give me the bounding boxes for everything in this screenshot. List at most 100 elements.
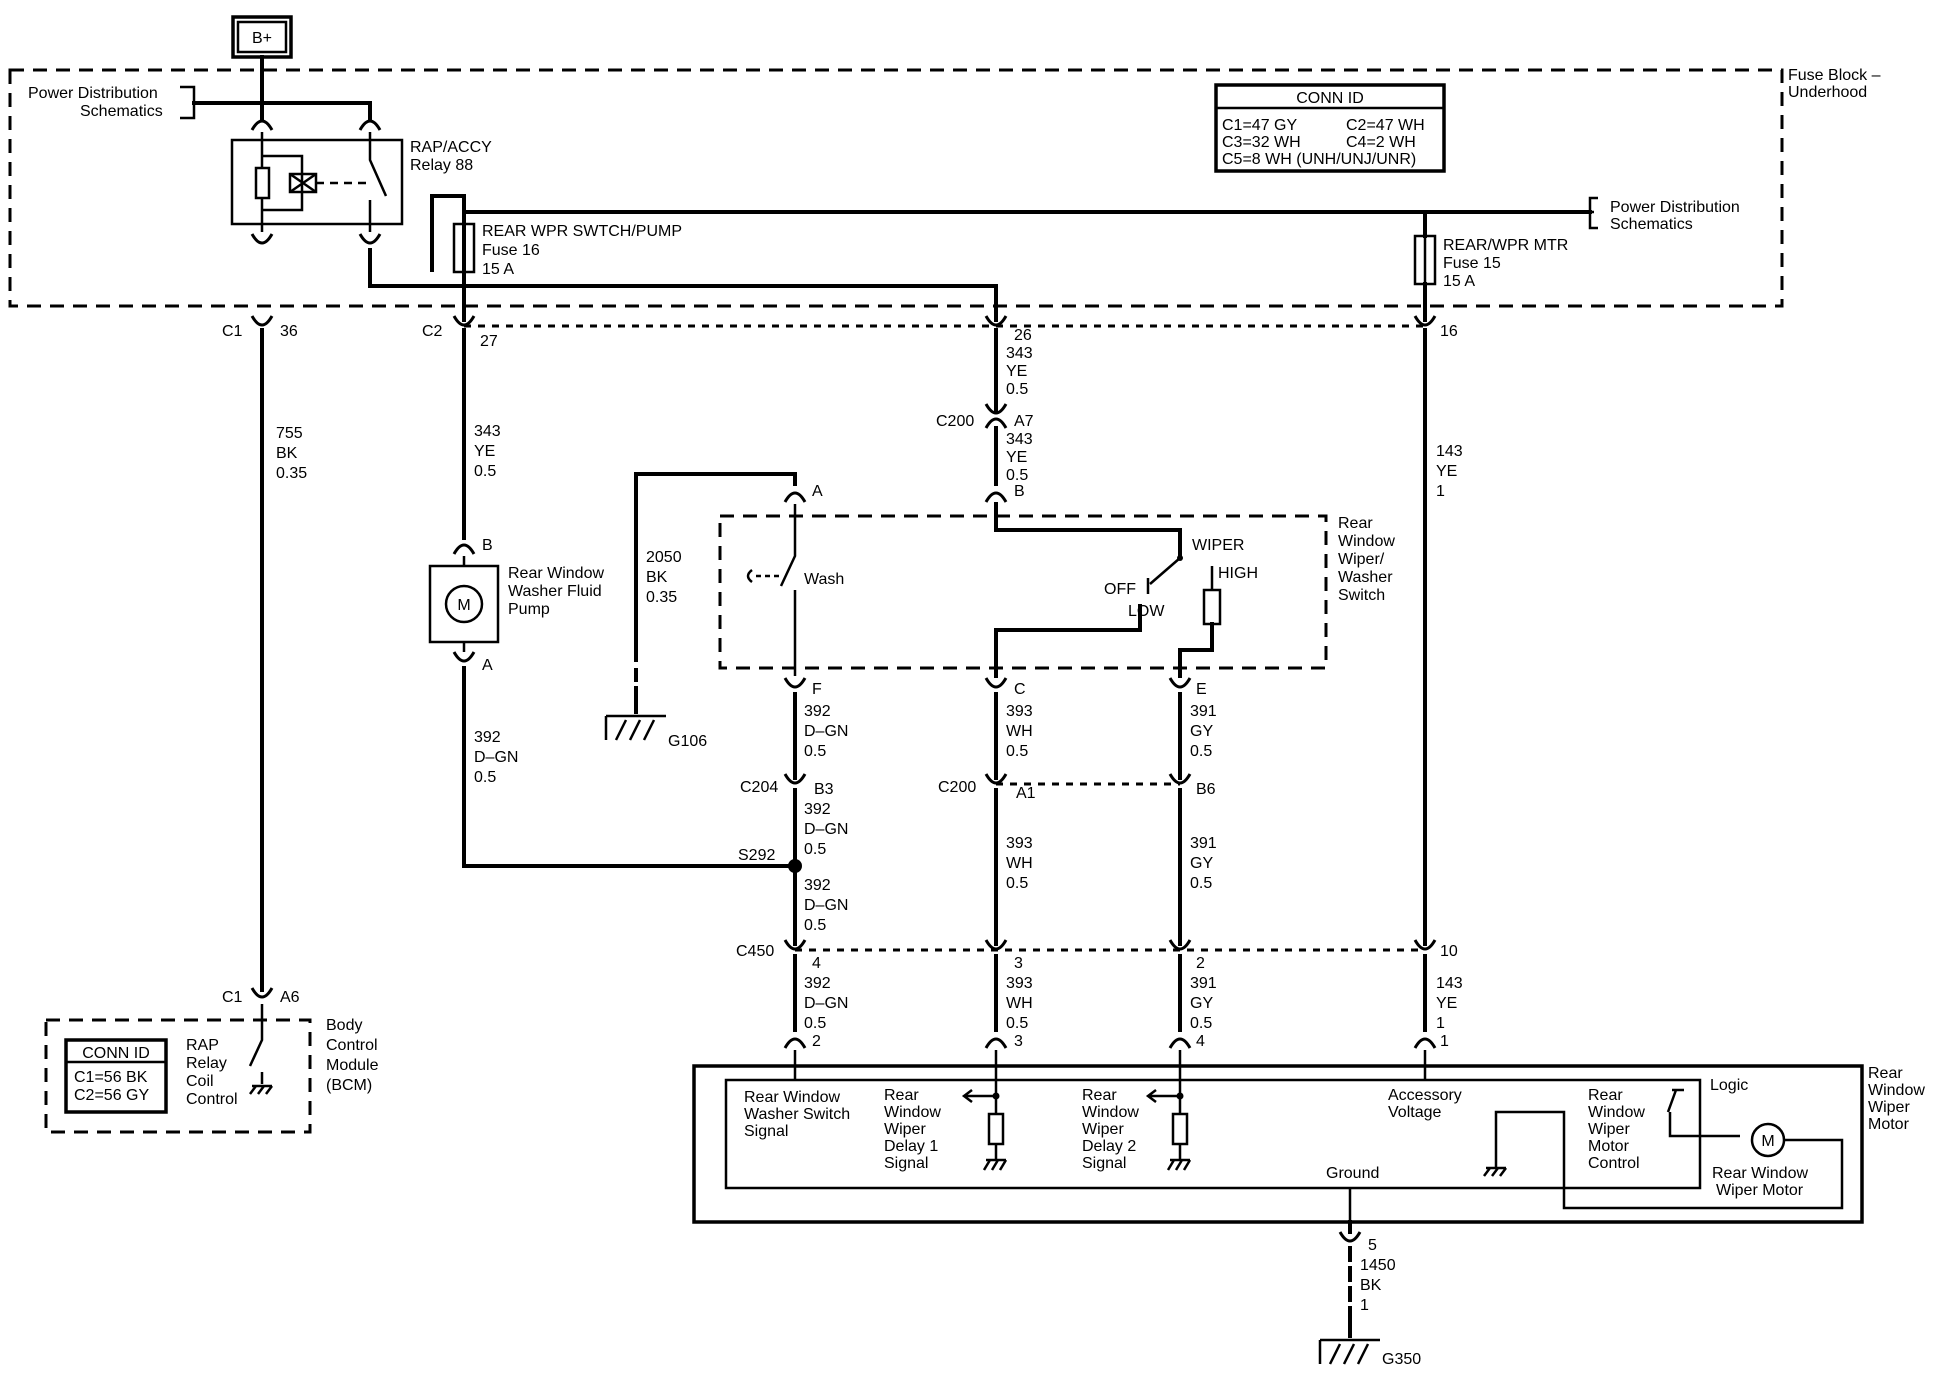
c1-pin-36: 36	[280, 323, 298, 340]
svg-text:0.5: 0.5	[1190, 1015, 1212, 1032]
svg-text:0.5: 0.5	[804, 841, 826, 858]
s292-label: S292	[738, 847, 775, 864]
svg-text:0.5: 0.5	[1006, 743, 1028, 760]
wire-393-a: 393 WH 0.5	[1006, 703, 1033, 760]
svg-text:Module: Module	[326, 1057, 379, 1074]
c204-label: C204	[740, 779, 778, 796]
svg-text:Relay: Relay	[186, 1055, 227, 1072]
rear-wiper-motor: Logic Rear Window Wiper Motor Rear Windo…	[692, 1050, 1925, 1224]
svg-text:Wiper: Wiper	[884, 1121, 926, 1138]
body-control-module: RAP Relay Coil Control CONN ID C1=56 BK …	[44, 1004, 379, 1134]
svg-text:393: 393	[1006, 835, 1033, 852]
svg-text:Washer Fluid: Washer Fluid	[508, 583, 602, 600]
wire-391-a: 391 GY 0.5	[1190, 703, 1217, 760]
svg-text:Control: Control	[326, 1037, 378, 1054]
svg-text:391: 391	[1190, 835, 1217, 852]
wire-143-bottom: 143 YE 1	[1436, 975, 1463, 1032]
svg-text:1: 1	[1436, 483, 1445, 500]
svg-text:REAR WPR SWTCH/PUMP: REAR WPR SWTCH/PUMP	[482, 223, 682, 240]
svg-text:C1=47 GY: C1=47 GY	[1222, 117, 1297, 134]
svg-text:BK: BK	[1360, 1277, 1382, 1294]
c200-top-label: C200	[936, 413, 974, 430]
svg-text:Rear: Rear	[884, 1087, 919, 1104]
svg-text:Signal: Signal	[744, 1123, 788, 1140]
svg-text:0.5: 0.5	[804, 743, 826, 760]
svg-text:Wiper Motor: Wiper Motor	[1716, 1182, 1804, 1199]
svg-text:343: 343	[474, 423, 501, 440]
svg-text:0.5: 0.5	[1190, 875, 1212, 892]
svg-text:1: 1	[1436, 1015, 1445, 1032]
c450-pin-4: 4	[812, 955, 821, 972]
svg-text:D–GN: D–GN	[804, 897, 848, 914]
rap-accy-relay: RAP/ACCY Relay 88	[230, 119, 492, 245]
svg-text:GY: GY	[1190, 855, 1213, 872]
conn-id-fuse-block: CONN ID C1=47 GY C2=47 WH C3=32 WH C4=2 …	[1214, 83, 1446, 173]
svg-text:755: 755	[276, 425, 303, 442]
svg-text:391: 391	[1190, 703, 1217, 720]
svg-text:343: 343	[1006, 431, 1033, 448]
svg-text:D–GN: D–GN	[804, 821, 848, 838]
svg-text:YE: YE	[1436, 463, 1457, 480]
svg-text:Window: Window	[1338, 533, 1395, 550]
fuse-16: REAR WPR SWTCH/PUMP Fuse 16 15 A	[452, 210, 682, 278]
svg-text:0.5: 0.5	[804, 1015, 826, 1032]
svg-text:HIGH: HIGH	[1218, 565, 1258, 582]
svg-text:2050: 2050	[646, 549, 682, 566]
svg-text:Pump: Pump	[508, 601, 550, 618]
svg-text:WH: WH	[1006, 995, 1033, 1012]
svg-text:Motor: Motor	[1588, 1138, 1630, 1155]
svg-text:CONN ID: CONN ID	[1296, 90, 1364, 107]
wire-343-mid-1: 343 YE 0.5	[1006, 345, 1033, 398]
fuse-block-outline	[8, 68, 1784, 308]
svg-text:392: 392	[804, 703, 831, 720]
switch-pin-c: C	[1014, 681, 1026, 698]
ground-g350: G350	[1318, 1314, 1421, 1368]
svg-text:Rear: Rear	[1588, 1087, 1623, 1104]
svg-text:YE: YE	[1006, 449, 1027, 466]
svg-text:Signal: Signal	[884, 1155, 928, 1172]
svg-text:15 A: 15 A	[482, 261, 514, 278]
c2-label: C2	[422, 323, 443, 340]
svg-text:Fuse 16: Fuse 16	[482, 242, 540, 259]
svg-text:Control: Control	[186, 1091, 238, 1108]
switch-pin-f: F	[812, 681, 822, 698]
motor-pin-1: 1	[1440, 1033, 1449, 1050]
svg-text:D–GN: D–GN	[804, 995, 848, 1012]
pump-pin-a: A	[482, 657, 493, 674]
svg-text:M: M	[1761, 1133, 1774, 1150]
svg-text:1: 1	[1360, 1297, 1369, 1314]
svg-text:GY: GY	[1190, 723, 1213, 740]
power-dist-right-2: Schematics	[1610, 216, 1693, 233]
svg-text:Motor: Motor	[1868, 1116, 1910, 1133]
svg-text:0.5: 0.5	[804, 917, 826, 934]
fuse-block-title: Fuse Block –	[1788, 67, 1881, 84]
svg-text:392: 392	[474, 729, 501, 746]
svg-text:0.5: 0.5	[1006, 1015, 1028, 1032]
wire-392-pump: 392 D–GN 0.5	[474, 729, 518, 786]
svg-text:Wash: Wash	[804, 571, 844, 588]
svg-text:Window: Window	[1082, 1104, 1139, 1121]
c450-pin-2: 2	[1196, 955, 1205, 972]
svg-text:Signal: Signal	[1082, 1155, 1126, 1172]
c200-mid-label: C200	[938, 779, 976, 796]
svg-text:D–GN: D–GN	[804, 723, 848, 740]
fuse-block-title-2: Underhood	[1788, 84, 1867, 101]
svg-text:343: 343	[1006, 345, 1033, 362]
svg-text:Delay 2: Delay 2	[1082, 1138, 1136, 1155]
ground-g106: G106	[604, 688, 707, 750]
c2-pin-26: 26	[1014, 327, 1032, 344]
motor-pin-5: 5	[1368, 1237, 1377, 1254]
motor-pin-4: 4	[1196, 1033, 1205, 1050]
svg-text:393: 393	[1006, 703, 1033, 720]
svg-text:G350: G350	[1382, 1351, 1421, 1368]
wire-2050: 2050 BK 0.35	[646, 549, 682, 606]
svg-text:143: 143	[1436, 975, 1463, 992]
svg-text:Relay 88: Relay 88	[410, 157, 473, 174]
svg-text:YE: YE	[1436, 995, 1457, 1012]
motor-pin-2: 2	[812, 1033, 821, 1050]
svg-text:WH: WH	[1006, 723, 1033, 740]
wire-392-b: 392 D–GN 0.5	[804, 801, 848, 858]
svg-text:0.35: 0.35	[276, 465, 307, 482]
svg-text:YE: YE	[474, 443, 495, 460]
svg-text:393: 393	[1006, 975, 1033, 992]
